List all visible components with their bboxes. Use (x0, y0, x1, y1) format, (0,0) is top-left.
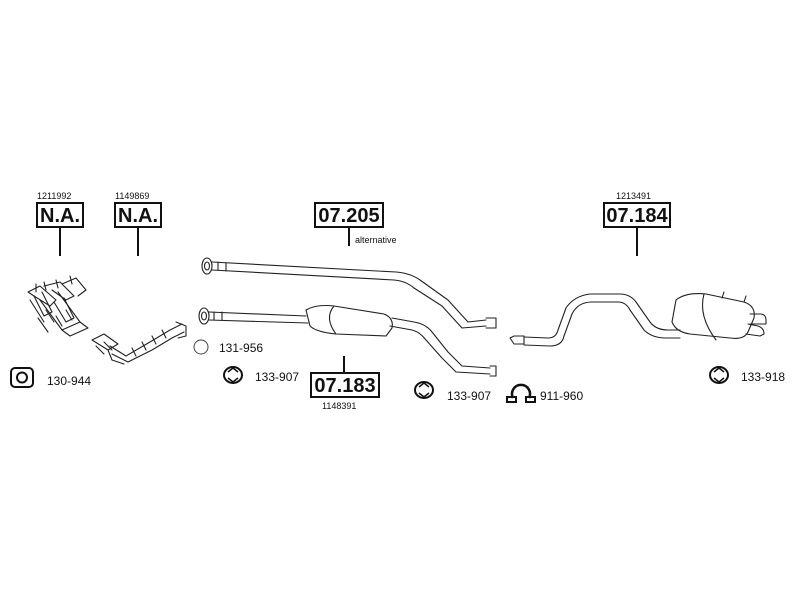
part-number-ref: 1213491 (616, 191, 652, 201)
part-number-ref: 1148391 (322, 401, 357, 411)
leader-line (348, 228, 350, 246)
part-label-gasket: 130-944 (47, 374, 92, 388)
leader-line (137, 228, 139, 256)
rubber-hanger-icon (414, 381, 434, 399)
module-code-box[interactable]: N.A. (114, 202, 162, 228)
module-code-box[interactable]: 07.205 (314, 202, 384, 228)
ring-icon (193, 339, 209, 355)
centre-pipe-silencer-part (198, 304, 497, 377)
leader-line (343, 356, 345, 372)
gasket-square-icon (10, 367, 34, 388)
part-label-clamp: 911-960 (540, 389, 584, 403)
rubber-hanger-icon (709, 366, 729, 384)
part-number-ref: 1211992 (37, 191, 72, 201)
front-pipe-part (91, 321, 187, 365)
rear-pipe-alternative-part (201, 257, 497, 329)
module-code-box[interactable]: N.A. (36, 202, 84, 228)
hardware-icons (10, 339, 729, 403)
leader-line (59, 228, 61, 256)
rubber-hanger-icon (223, 366, 243, 384)
part-label-hanger: 133-907 (447, 389, 492, 403)
part-label-ring: 131-956 (219, 341, 264, 355)
clamp-icon (506, 383, 536, 403)
alternative-note: alternative (355, 235, 397, 245)
rear-silencer-part (509, 291, 767, 347)
part-label-hanger: 133-907 (255, 370, 300, 384)
part-label-hanger: 133-918 (741, 370, 786, 384)
part-number-ref: 1149869 (115, 191, 150, 201)
module-code-box[interactable]: 07.183 (310, 372, 380, 398)
module-code-box[interactable]: 07.184 (603, 202, 671, 228)
exhaust-manifold-part (27, 275, 89, 337)
leader-line (636, 228, 638, 256)
